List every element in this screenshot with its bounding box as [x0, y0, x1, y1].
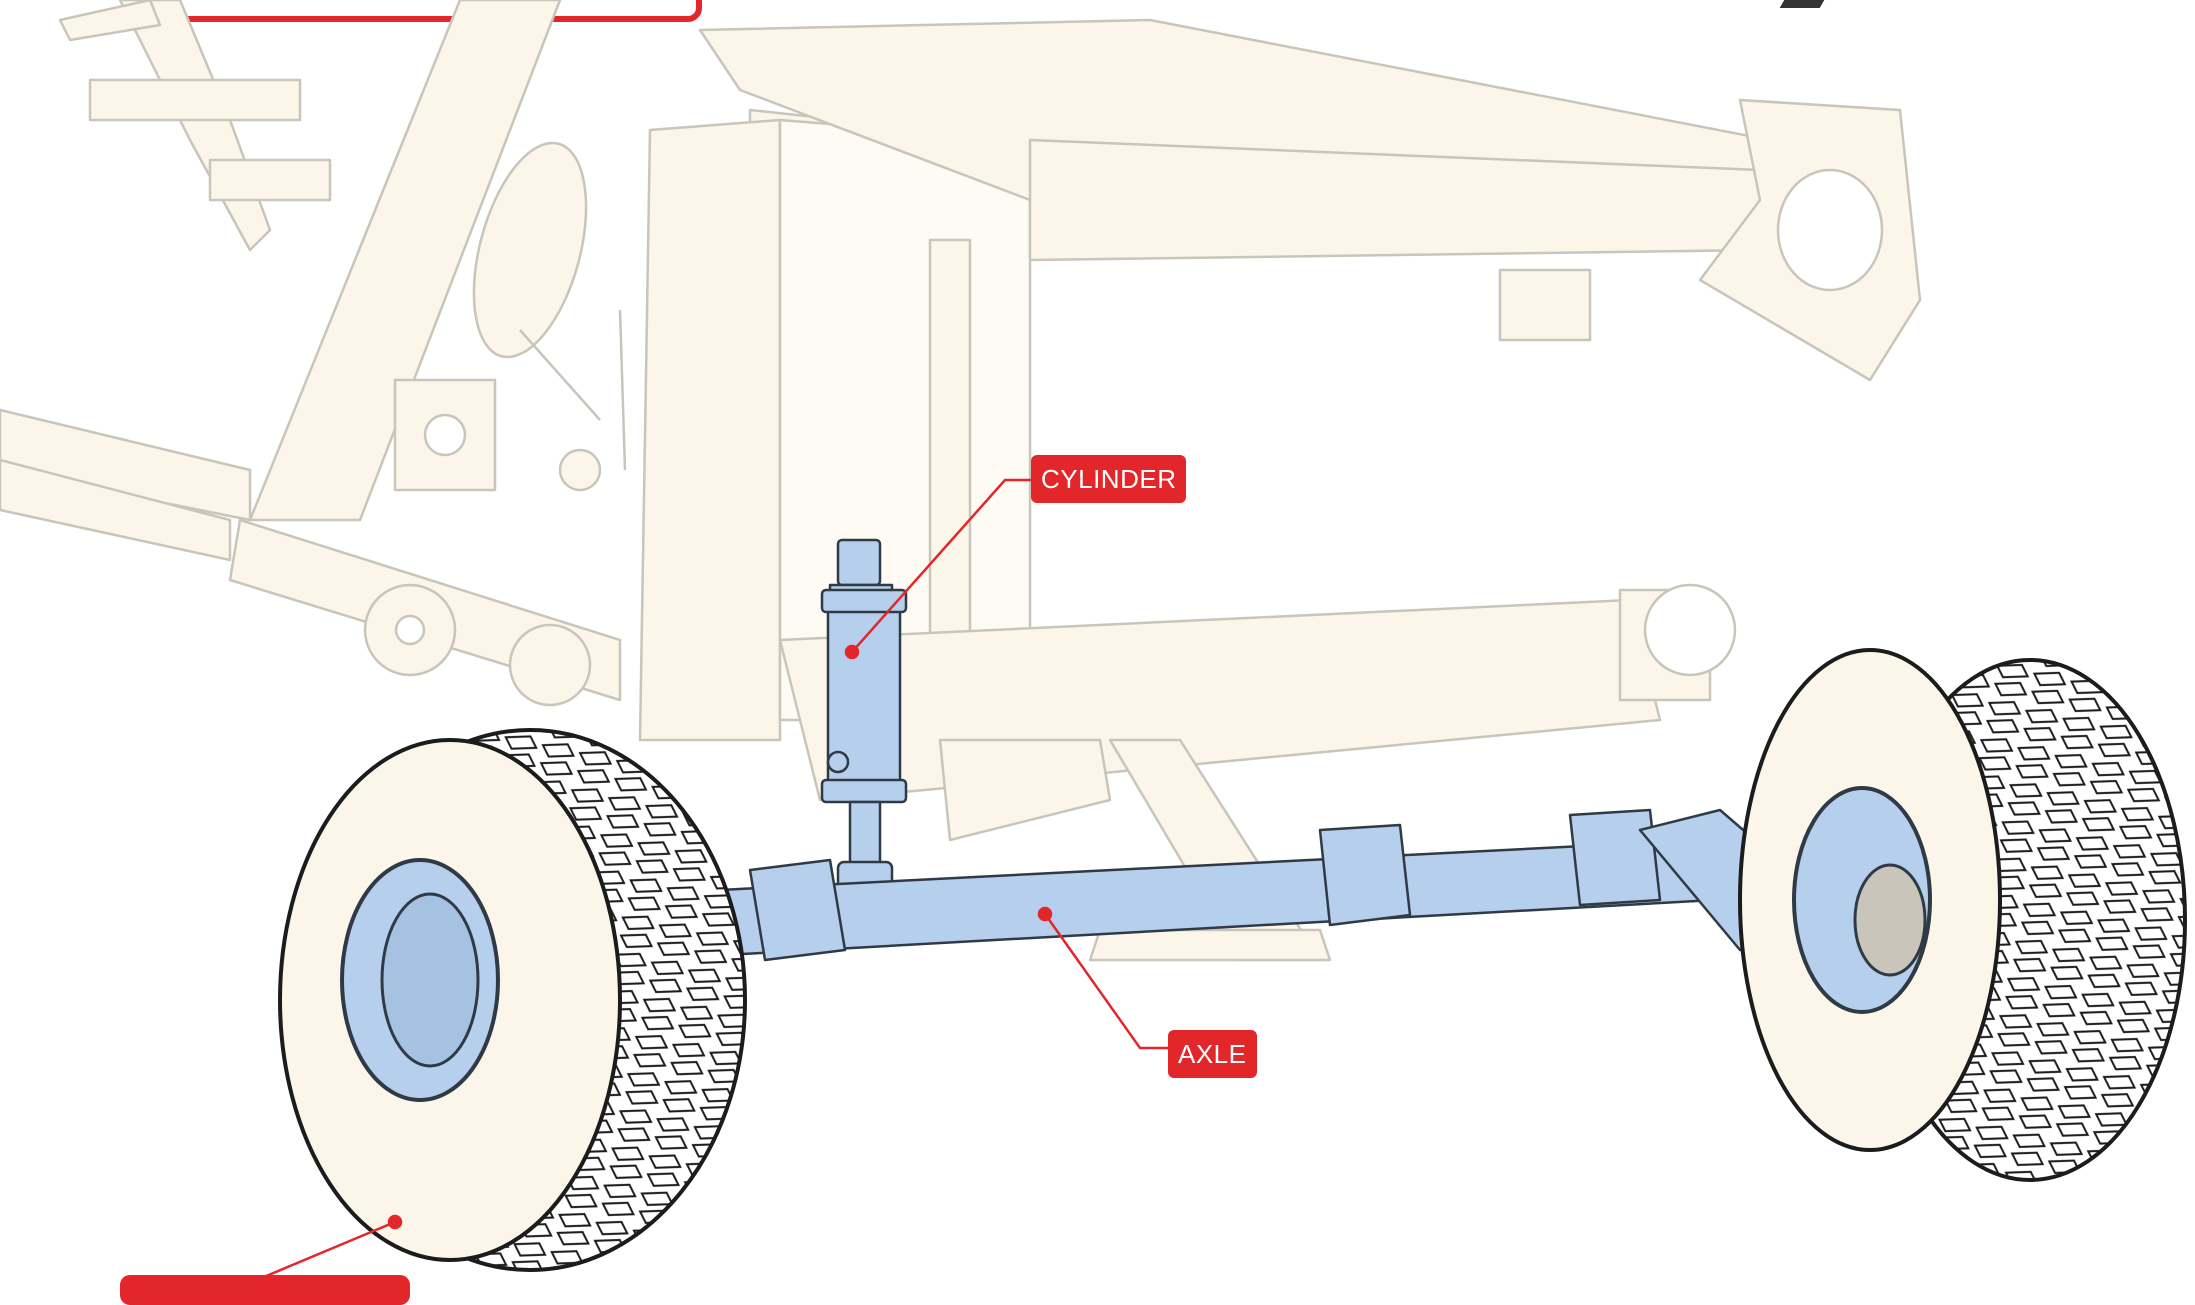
- cylinder-rod: [848, 800, 882, 874]
- cylinder-clevis-top: [836, 538, 882, 587]
- left-tongue-lower: [0, 458, 232, 562]
- arm-bracket: [1498, 268, 1592, 342]
- left-boom: [118, 0, 272, 252]
- pulley-right: [508, 623, 592, 707]
- lever-knob: [558, 448, 602, 492]
- left-crossbar: [88, 78, 302, 122]
- left-wheel: [278, 728, 747, 1272]
- cylinder-port: [826, 750, 850, 774]
- frame-structure: [0, 0, 1922, 962]
- axle-right-clamp: [1568, 808, 1662, 907]
- cylinder-leader-dot: [844, 644, 860, 660]
- upright-base: [938, 738, 1112, 842]
- cylinder-callout-label: CYLINDER: [1031, 455, 1187, 503]
- right-post-ring: [1643, 583, 1737, 677]
- angled-beam: [248, 0, 562, 522]
- axle-left-clamp: [748, 858, 847, 962]
- pulley-left-hub: [394, 614, 426, 646]
- right-hub: [1853, 863, 1927, 977]
- stand-foot: [1088, 928, 1332, 962]
- left-rim-inner: [380, 892, 480, 1068]
- axle-callout-label: AXLE: [1168, 1030, 1257, 1078]
- cylinder-end-cap-bottom: [820, 778, 908, 804]
- cylinder-end-cap-top: [820, 588, 908, 614]
- lever-2: [618, 309, 627, 471]
- lever-1: [519, 329, 601, 421]
- right-flange-hole: [1776, 168, 1884, 292]
- gearbox-cover: [472, 141, 588, 359]
- bottom-cropped-callout: [120, 1275, 410, 1305]
- tire-leader-dot: [387, 1214, 403, 1230]
- axle-leader-dot: [1037, 906, 1053, 922]
- mount-plate-hole: [423, 413, 467, 457]
- cylinder-leader: [851, 478, 1031, 653]
- left-boom-top: [58, 0, 162, 42]
- right-wheel: [1738, 648, 2187, 1182]
- axle-mid-clamp: [1318, 823, 1412, 927]
- left-upright: [638, 118, 782, 742]
- axle-leader: [1043, 913, 1168, 1050]
- left-block: [208, 158, 332, 202]
